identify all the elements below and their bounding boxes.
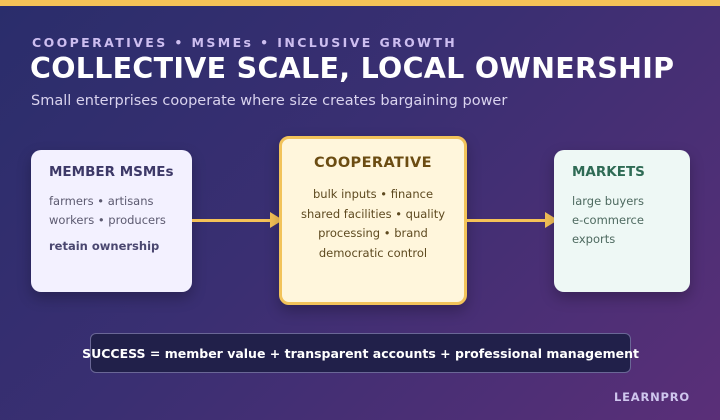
arrow-members-to-coop [192, 219, 270, 222]
member-line: farmers • artisans [49, 194, 154, 208]
markets-line: e-commerce [572, 213, 644, 227]
member-msmes-title: MEMBER MSMEs [49, 164, 174, 180]
accent-top-bar [0, 0, 720, 6]
member-ownership-note: retain ownership [49, 239, 160, 253]
markets-line: large buyers [572, 194, 644, 208]
markets-title: MARKETS [572, 164, 645, 180]
markets-line: exports [572, 232, 616, 246]
cooperative-line: democratic control [318, 245, 428, 260]
cooperative-line: processing • brand [318, 226, 428, 240]
page-title: COLLECTIVE SCALE, LOCAL OWNERSHIP [30, 52, 675, 85]
header-kicker: COOPERATIVES • MSMEs • INCLUSIVE GROWTH [32, 35, 458, 50]
cooperative-card: COOPERATIVE bulk inputs • finance shared… [279, 136, 467, 305]
cooperative-line: shared facilities • quality [300, 206, 446, 221]
success-formula-banner: SUCCESS = member value + transparent acc… [82, 333, 639, 373]
cooperative-title: COOPERATIVE [314, 155, 432, 171]
page-subtitle: Small enterprises cooperate where size c… [31, 93, 508, 109]
brand-logo: LEARNPRO [613, 390, 690, 404]
member-msmes-card: MEMBER MSMEs farmers • artisans workers … [31, 150, 192, 292]
arrow-coop-to-markets [467, 219, 545, 222]
markets-card: MARKETS large buyers e-commerce exports [554, 150, 690, 292]
cooperative-line: bulk inputs • finance [312, 187, 434, 201]
member-line: workers • producers [49, 213, 166, 227]
